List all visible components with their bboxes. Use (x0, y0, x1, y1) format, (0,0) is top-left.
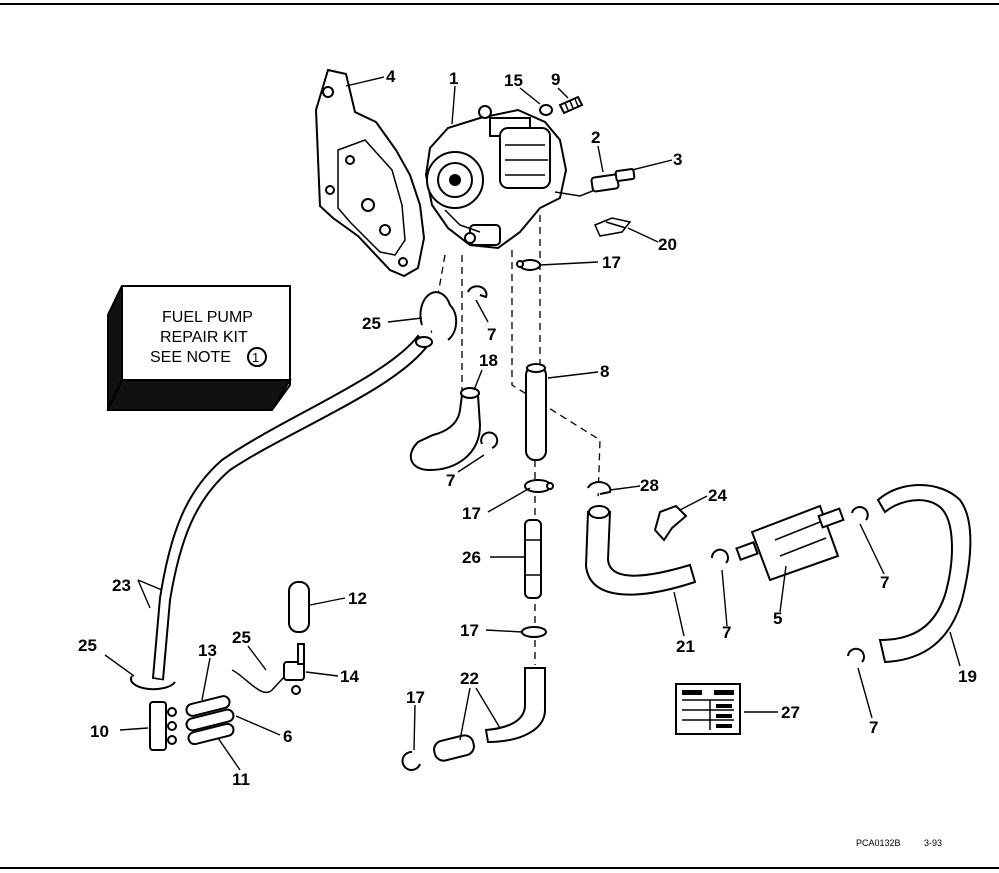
part-17-clamp-b (524, 479, 554, 493)
figure-date: 3-93 (924, 838, 942, 848)
part-7-clamp-c (710, 548, 729, 564)
callout-22: 22 (460, 669, 479, 688)
figure-code: PCA0132B (856, 838, 901, 848)
part-7-clamp-e (847, 647, 865, 663)
callout-3: 3 (673, 150, 682, 169)
part-19-u-hose (876, 484, 972, 664)
part-9-screw (558, 95, 584, 115)
callout-24: 24 (708, 486, 727, 505)
part-7-clamp-d (851, 506, 869, 521)
part-17-clamp-a (516, 259, 541, 271)
part-5-fuel-filter (735, 504, 845, 582)
part-11-hose (187, 722, 235, 746)
callout-17-b: 17 (462, 504, 481, 523)
callout-12: 12 (348, 589, 367, 608)
part-1-fuel-pump (424, 105, 568, 250)
part-21-hose-end (588, 505, 610, 519)
callout-17-d: 17 (406, 688, 425, 707)
callout-18: 18 (479, 351, 498, 370)
part-24-clip (653, 504, 688, 542)
callout-17-a: 17 (602, 253, 621, 272)
part-25-clip-lower (130, 675, 176, 691)
part-12-hose (288, 581, 310, 633)
callout-13: 13 (198, 641, 217, 660)
callout-19: 19 (958, 667, 977, 686)
part-23-hose-end (415, 336, 433, 348)
callout-7-b: 7 (446, 471, 455, 490)
part-6-hose (185, 708, 235, 732)
part-23-hose (151, 334, 430, 682)
part-13-hose (185, 695, 231, 717)
part-22-hose-short (433, 734, 475, 762)
assembly-centerline-c (511, 250, 601, 501)
part-8-hose (525, 365, 547, 461)
callout-7-c: 7 (722, 623, 731, 642)
callout-28: 28 (640, 476, 659, 495)
callout-11: 11 (232, 770, 250, 789)
part-17-clamp-d (401, 750, 421, 771)
part-8-hose-end (526, 363, 546, 373)
callout-7-a: 7 (487, 325, 496, 344)
callout-7-e: 7 (869, 718, 878, 737)
part-28-clamp (587, 481, 612, 495)
part-26-inline-fitting (524, 519, 542, 599)
callout-20: 20 (658, 235, 677, 254)
callout-10: 10 (90, 722, 109, 741)
leader-lines (104, 76, 961, 771)
callout-21: 21 (676, 637, 695, 656)
kit-line-2: REPAIR KIT (160, 329, 248, 346)
part-25-wire (231, 669, 286, 694)
part-7-clamp-b (480, 431, 499, 449)
part-27-decal (675, 683, 741, 735)
callout-4: 4 (386, 67, 396, 86)
callout-2: 2 (591, 128, 600, 147)
part-14-tee-fitting (283, 643, 305, 695)
callout-25-a: 25 (362, 314, 381, 333)
part-20-clip (593, 217, 632, 237)
part-15-washer (539, 104, 553, 116)
callout-5: 5 (773, 609, 782, 628)
callout-17-c: 17 (460, 621, 479, 640)
part-18-hose-end (460, 387, 480, 399)
callout-8: 8 (600, 362, 609, 381)
repair-kit-box: FUEL PUMP REPAIR KIT SEE NOTE 1 (106, 285, 292, 412)
note-circle (247, 347, 267, 367)
callout-23: 23 (112, 576, 131, 595)
callout-15: 15 (504, 71, 523, 90)
kit-line-1: FUEL PUMP (162, 309, 253, 326)
callout-9: 9 (551, 70, 560, 89)
callout-25-c: 25 (78, 636, 97, 655)
part-10-fitting (149, 701, 177, 751)
kit-note-number: 1 (252, 350, 259, 365)
callout-25-b: 25 (232, 628, 251, 647)
part-25-clip-top (419, 291, 458, 341)
callout-27: 27 (781, 703, 800, 722)
part-18-elbow-hose (409, 394, 482, 472)
callout-26: 26 (462, 548, 481, 567)
part-7-clamp-a (467, 285, 488, 299)
callout-6: 6 (283, 727, 292, 746)
kit-line-3: SEE NOTE (150, 349, 231, 366)
part-22-hose-long (484, 667, 546, 744)
part-4-mounting-plate (314, 68, 426, 278)
part-3-connector (614, 168, 636, 182)
part-21-hose (584, 511, 697, 596)
callout-1: 1 (449, 69, 458, 88)
part-2-fitting (554, 173, 620, 197)
assembly-centerline-e (429, 254, 446, 341)
part-17-clamp-c (521, 626, 547, 638)
callout-7-d: 7 (880, 573, 889, 592)
callout-14: 14 (340, 667, 359, 686)
